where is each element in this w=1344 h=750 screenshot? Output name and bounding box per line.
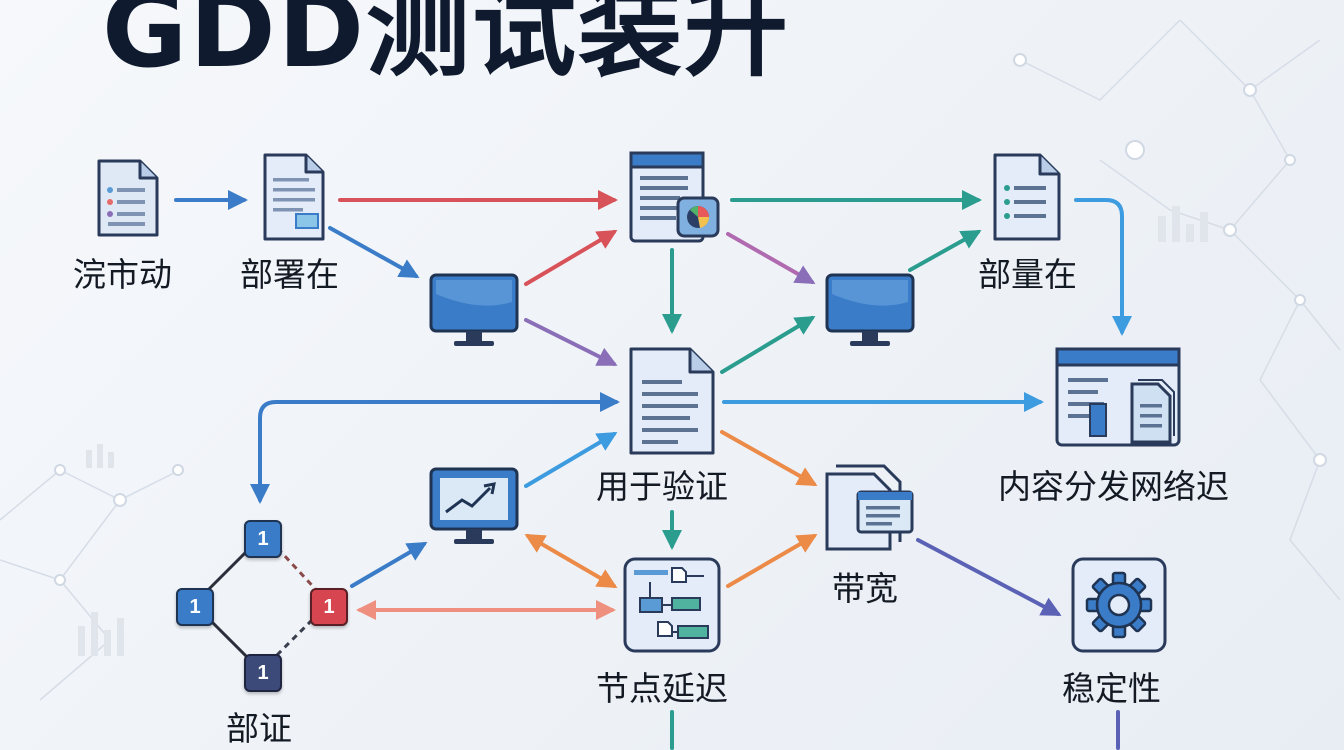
arrow-doc3-badges: [250, 392, 620, 504]
arrow-workflow-stack: [726, 533, 818, 588]
arrow-doc2-monitor1: [328, 226, 420, 278]
label-daikuan: 带宽: [832, 569, 898, 608]
label-yongyuyanzheng: 用于验证: [596, 467, 728, 506]
badge-left: 1: [176, 588, 214, 626]
label-jiedianyanchi: 节点延迟: [596, 669, 728, 708]
gear-icon: [1070, 556, 1168, 654]
label-bushuzai: 部署在: [240, 255, 339, 294]
arrow-monitor1-dashboard: [524, 229, 618, 286]
document-icon-4: [992, 152, 1062, 242]
arrow-monitor2-doc4: [908, 230, 982, 272]
arrow-stack-gear: [916, 538, 1062, 616]
label-buzheng: 部证: [226, 709, 292, 748]
label-wendingxing: 稳定性: [1062, 669, 1161, 708]
badge-right: 1: [310, 588, 348, 626]
arrow-monitor3-doc3: [524, 431, 618, 488]
document-icon-1: [96, 158, 160, 238]
document-icon-3: [628, 346, 716, 456]
label-neirongfenfa: 内容分发网络迟: [998, 467, 1229, 506]
arrow-monitor3-workflow: [524, 533, 618, 589]
monitor-icon-2: [824, 272, 916, 350]
arrow-monitor1-doc3: [524, 318, 618, 366]
stacked-documents-icon: [824, 460, 916, 552]
badge-top: 1: [244, 520, 282, 558]
dashboard-document-icon: [628, 150, 722, 246]
arrow-doc4-window: [1074, 198, 1132, 336]
page-title: GDD测试装升: [102, 0, 791, 91]
arrow-doc3-monitor2: [720, 315, 816, 374]
badge-bottom: 1: [244, 654, 282, 692]
label-buliangzai: 部量在: [978, 255, 1077, 294]
arrow-dashboard-monitor2: [726, 232, 816, 284]
arrow-doc3-stack: [720, 430, 818, 486]
label-liushidong: 浣市动: [73, 255, 172, 294]
workflow-window-icon: [622, 556, 722, 656]
document-icon-2: [262, 152, 326, 242]
browser-window-icon: [1054, 346, 1188, 450]
chart-monitor-icon: [428, 466, 520, 550]
arrow-badges-monitor3: [350, 541, 428, 588]
monitor-icon-1: [428, 272, 520, 350]
